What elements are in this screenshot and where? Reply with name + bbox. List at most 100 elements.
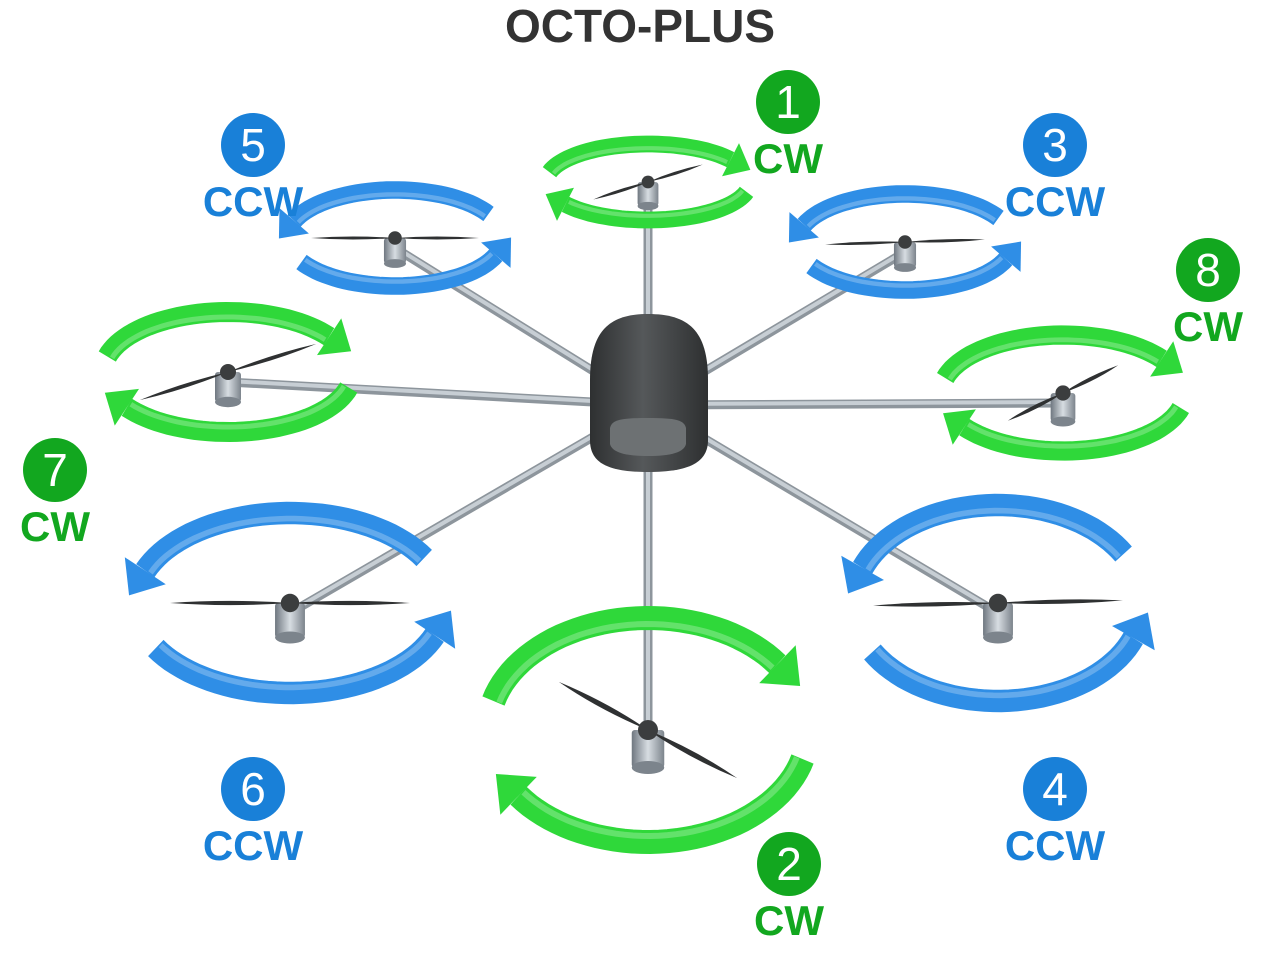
frame-arm-highlight-7 <box>226 379 650 406</box>
propeller-blade <box>558 681 648 730</box>
circular-arrow-icon <box>864 632 1143 713</box>
propeller-blade <box>170 600 290 606</box>
propeller-icon <box>228 343 317 372</box>
arrow-highlight <box>875 634 1131 699</box>
propeller-blade <box>139 372 228 401</box>
arrow-head-2 <box>722 143 751 177</box>
arrow-highlight <box>109 314 327 360</box>
rotor-7 <box>98 301 358 443</box>
motor-icon <box>275 603 305 638</box>
rotor-1 <box>542 135 754 229</box>
arrow-highlight <box>296 192 486 224</box>
arrow-head-2 <box>1150 341 1183 377</box>
motor-number-badge: 3 <box>1023 113 1087 177</box>
arrow-head-2 <box>759 645 801 687</box>
arrow-highlight <box>568 189 745 218</box>
propeller-blade <box>873 602 998 607</box>
motor-icon <box>631 730 665 768</box>
motor-direction-label: CCW <box>1004 822 1106 869</box>
circular-arrow-icon <box>937 325 1167 384</box>
motor-base <box>275 631 305 644</box>
arrow-head-2 <box>841 555 884 594</box>
propeller-blade <box>311 236 395 240</box>
motor-base <box>631 761 665 774</box>
rotor-4 <box>841 493 1155 713</box>
arrow-head-1 <box>943 409 976 445</box>
motor-number-badge: 4 <box>1023 757 1087 821</box>
arrow-highlight <box>967 405 1179 449</box>
motor-label-8: 8 CW <box>1143 238 1273 350</box>
arrow-head-1 <box>545 187 574 221</box>
drone-body-window <box>610 418 686 456</box>
circular-arrow-icon <box>797 185 1004 231</box>
arrow-head-2 <box>317 318 352 356</box>
arrow-highlight <box>129 384 347 430</box>
arrow-highlight <box>496 620 775 704</box>
motor-icon <box>383 238 407 264</box>
motor-direction-label: CCW <box>202 822 304 869</box>
rotor-group <box>98 135 1189 855</box>
motor-label-2: 2 CW <box>724 832 854 944</box>
arrow-head-1 <box>991 241 1022 272</box>
propeller-hub <box>898 235 912 249</box>
motor-label-7: 7 CW <box>0 438 120 550</box>
propeller-icon <box>998 599 1123 604</box>
motor-base <box>637 201 659 211</box>
motor-label-3: 3 CCW <box>990 113 1120 225</box>
motor-number-badge: 1 <box>756 70 820 134</box>
arrow-head-2 <box>788 212 819 243</box>
motor-number-badge: 7 <box>23 438 87 502</box>
circular-arrow-icon <box>121 382 358 443</box>
rotor-3 <box>788 185 1022 299</box>
motor-direction-label: CW <box>753 135 823 182</box>
arrow-highlight <box>806 196 996 228</box>
arrow-highlight <box>814 256 1004 288</box>
arrow-highlight <box>947 337 1159 381</box>
rotor-2 <box>482 605 814 855</box>
propeller-hub <box>280 593 300 613</box>
motor-direction-label: CCW <box>202 178 304 225</box>
propeller-icon <box>395 236 479 240</box>
motor-label-6: 6 CCW <box>188 757 318 869</box>
arrow-head-2 <box>124 557 166 596</box>
motor-direction-label: CW <box>1173 303 1243 350</box>
circular-arrow-icon <box>287 181 494 227</box>
arrow-highlight <box>865 507 1121 572</box>
frame-arm-highlight-8 <box>646 400 1065 406</box>
arrow-highlight <box>158 631 432 691</box>
motor-base <box>893 263 917 272</box>
rotor-8 <box>937 325 1189 461</box>
motor-number-badge: 8 <box>1176 238 1240 302</box>
propeller-hub <box>220 364 236 380</box>
motor-icon <box>983 603 1013 638</box>
propeller-hub <box>641 175 655 189</box>
arrow-head-2 <box>278 208 309 239</box>
motor-icon <box>1050 393 1076 422</box>
circular-arrow-icon <box>806 253 1013 299</box>
propeller-hub <box>988 593 1008 613</box>
arrow-highlight <box>148 515 422 575</box>
motor-number-badge: 5 <box>221 113 285 177</box>
circular-arrow-icon <box>542 135 735 178</box>
arrow-head-1 <box>1112 612 1155 651</box>
motor-direction-label: CW <box>20 503 90 550</box>
motor-base <box>1050 416 1076 427</box>
motor-base <box>215 396 241 408</box>
motor-label-1: 1 CW <box>723 70 853 182</box>
circular-arrow-icon <box>148 628 444 705</box>
motor-icon <box>637 182 659 206</box>
motor-icon <box>215 372 241 402</box>
frame-arm-highlight-6 <box>288 402 650 614</box>
arrow-highlight <box>304 252 494 284</box>
arrow-head-1 <box>495 773 537 815</box>
rotor-6 <box>124 501 456 705</box>
motor-label-5: 5 CCW <box>188 113 318 225</box>
arrow-highlight <box>551 146 728 175</box>
rotor-5 <box>278 181 512 295</box>
arrow-highlight <box>521 756 800 840</box>
propeller-icon <box>1063 365 1119 393</box>
page-title: OCTO-PLUS <box>504 0 776 52</box>
circular-arrow-icon <box>136 501 432 578</box>
arrow-head-1 <box>104 388 139 426</box>
